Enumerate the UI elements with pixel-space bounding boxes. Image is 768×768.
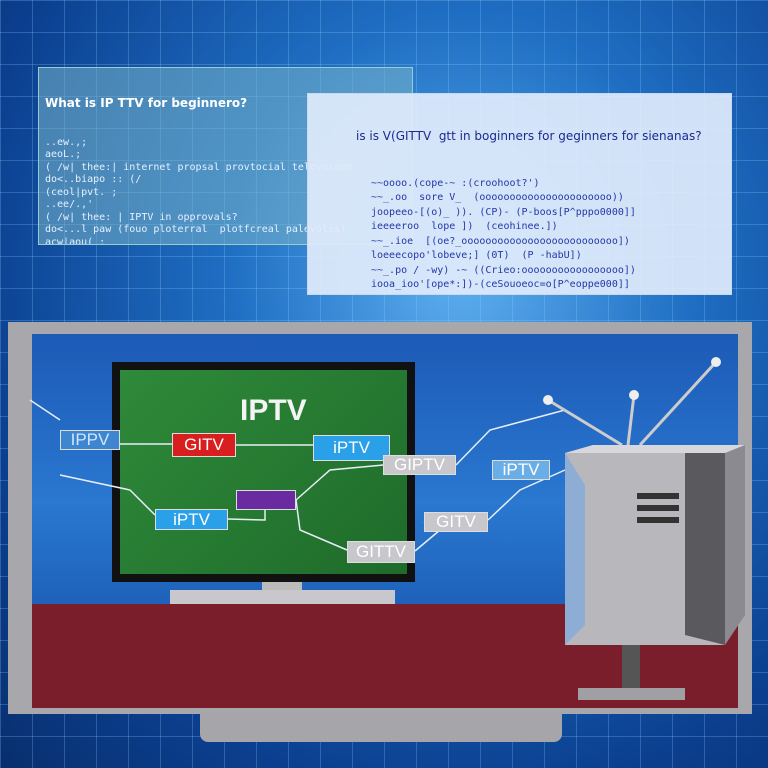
network-label xyxy=(236,490,296,510)
code-line: iooa_ioo'[ope*:])-(ceSouoeoc=o[P^eoppe00… xyxy=(371,279,630,290)
network-label: iPTV xyxy=(492,460,550,480)
code-line: acw|aou( ; xyxy=(45,236,106,245)
code-line: aeoL.; xyxy=(45,149,82,160)
iptv-title: IPTV xyxy=(240,394,307,427)
network-label: GITTV xyxy=(347,541,415,563)
panel-left-title: What is IP TTV for beginnero? xyxy=(45,96,248,110)
code-panel-right: is is V(GITTV gtt in boginners for gegin… xyxy=(307,93,732,295)
code-line: ..ew.,; xyxy=(45,136,88,148)
network-label: iPTV xyxy=(155,509,228,530)
network-label: GITV xyxy=(172,433,236,457)
monitor-stand xyxy=(200,712,562,742)
code-line: ~~_.oo sore V_ (oooooooooooooooooooooo)) xyxy=(371,192,624,203)
tv-post xyxy=(622,645,640,690)
tv-base xyxy=(578,688,685,700)
antenna-tip xyxy=(543,395,553,405)
network-label: IPPV xyxy=(60,430,120,450)
retro-tv-box-icon xyxy=(565,445,745,645)
code-line: (ceol|pvt. ; xyxy=(45,186,118,198)
inner-tv-stand xyxy=(170,590,395,604)
code-line: ieeeeroo lope ]) (ceohinee.]) xyxy=(371,221,558,232)
antenna-tip xyxy=(629,390,639,400)
code-line: loeeecopo'lobeve;] (0T) (P -habU]) xyxy=(371,250,582,261)
code-line: ~~oooo.(cope-~ :(croohoot?') xyxy=(371,177,540,189)
inner-tv-neck xyxy=(262,582,302,592)
network-label: GIPTV xyxy=(383,455,456,475)
code-line: ..ee/.,' xyxy=(45,199,94,210)
panel-right-title: is is V(GITTV gtt in boginners for gegin… xyxy=(356,129,702,143)
code-line: ~~_.po [icte-~ ((Crieo:ooooooooooooooooo… xyxy=(371,293,723,295)
antenna-tip xyxy=(711,357,721,367)
code-line: joopeeo-[(o)_ )). (CP)- (P-boos[P^pppo00… xyxy=(371,206,636,218)
code-line: ( /w| thee: | IPTV in opprovals? xyxy=(45,211,238,223)
inner-tv-screen xyxy=(120,370,407,574)
code-line: ~~_.ioe [(oe?_oooooooooooooooooooooooooo… xyxy=(371,235,630,247)
inner-tv xyxy=(112,362,415,582)
code-line: ~~_.po / -wy) -~ ((Crieo:ooooooooooooooo… xyxy=(371,264,636,276)
network-label: iPTV xyxy=(313,435,390,461)
code-line: do<..biapo :: (/ xyxy=(45,174,142,185)
network-label: GITV xyxy=(424,512,488,532)
